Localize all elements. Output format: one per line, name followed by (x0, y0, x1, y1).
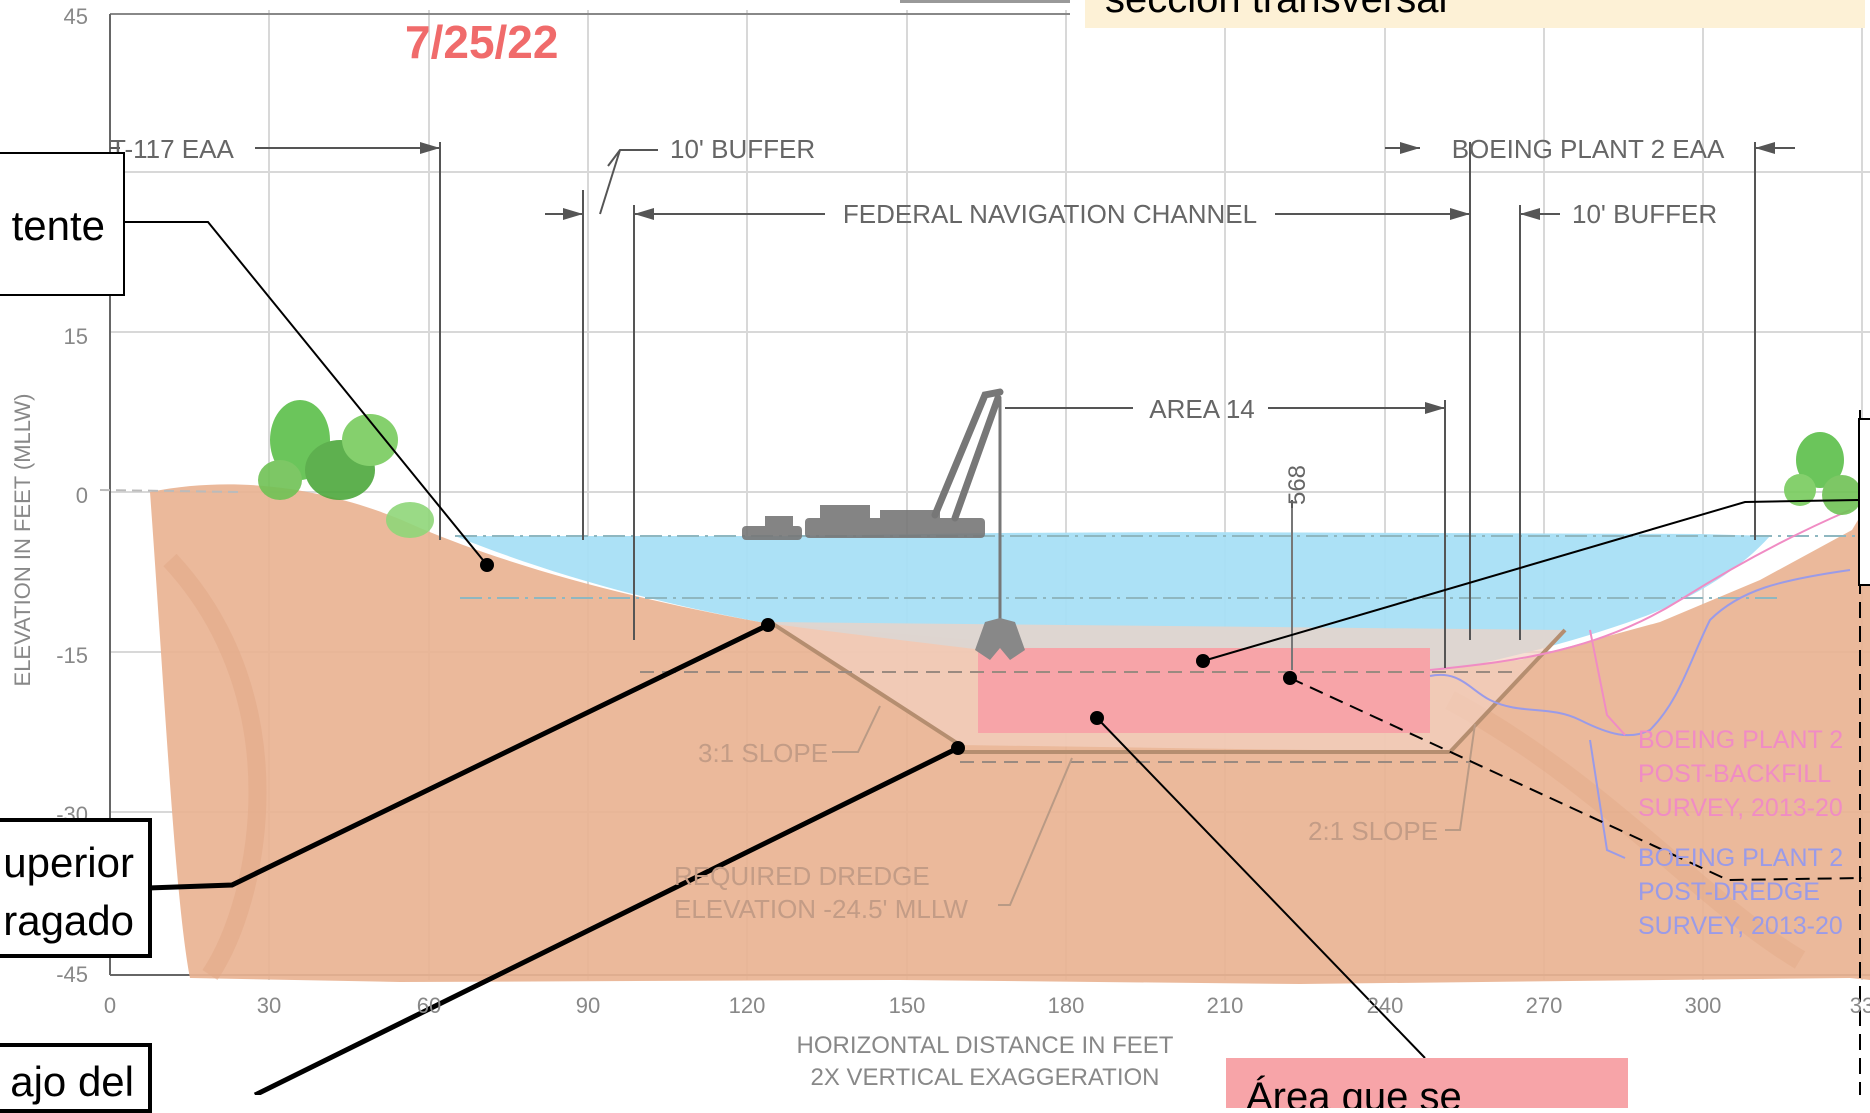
x-axis-label: HORIZONTAL DISTANCE IN FEET (797, 1032, 1174, 1059)
area14-label: AREA 14 (1149, 394, 1255, 424)
post-dredge-label-2: POST-DREDGE (1638, 878, 1820, 906)
tree-left-icon (258, 400, 434, 538)
clamshell-bucket-icon (975, 618, 1025, 660)
y-axis-label: ELEVATION IN FEET (MLLW) (10, 394, 35, 687)
post-dredge-label-1: BOEING PLANT 2 (1638, 844, 1843, 872)
x-tick-label: 150 (889, 993, 926, 1018)
x-tick-label: 90 (576, 993, 600, 1018)
federal-channel-label: FEDERAL NAVIGATION CHANNEL (843, 199, 1257, 229)
callout-upper-line1: uperior (3, 839, 134, 886)
callout-right-box (1858, 418, 1870, 586)
callout-existing-box: tente (0, 152, 125, 296)
tree-right-icon (1784, 432, 1862, 515)
x-tick-label: 300 (1685, 993, 1722, 1018)
post-backfill-label-2: POST-BACKFILL (1638, 760, 1831, 788)
x-tick-label: 270 (1526, 993, 1563, 1018)
boeing-eaa-label: BOEING PLANT 2 EAA (1452, 134, 1725, 164)
date-stamp: 7/25/22 (405, 16, 558, 68)
dredge-elevation-label-1: REQUIRED DREDGE (674, 861, 930, 891)
legend-label-text: sección transversal (1105, 0, 1447, 21)
y-tick-label: 0 (76, 483, 88, 508)
y-tick-label: 15 (64, 324, 88, 349)
dredge-elevation-label-2: ELEVATION -24.5' MLLW (674, 894, 968, 924)
callout-upper-line2: ragado (3, 897, 134, 944)
post-dredge-survey-line (1429, 569, 1851, 737)
station-label: 568 (1284, 465, 1311, 505)
dredge-area-callout-box: Área que se (1226, 1058, 1628, 1108)
x-tick-labels: 0 30 60 90 120 150 180 210 240 270 300 3… (104, 993, 1870, 1018)
crane-icon (931, 388, 1004, 624)
x-tick-label: 30 (257, 993, 281, 1018)
post-backfill-label-3: SURVEY, 2013-20 (1638, 794, 1843, 822)
x-tick-label: 33 (1850, 993, 1870, 1018)
y-tick-label: 45 (64, 4, 88, 29)
x-tick-label: 60 (417, 993, 441, 1018)
post-backfill-survey-line (1429, 509, 1851, 671)
x-tick-label: 0 (104, 993, 116, 1018)
x-tick-label: 120 (729, 993, 766, 1018)
post-backfill-label-1: BOEING PLANT 2 (1638, 726, 1843, 754)
x-tick-label: 180 (1048, 993, 1085, 1018)
slope-31-line (768, 620, 962, 747)
t117-eaa-label: T-117 EAA (110, 134, 234, 164)
dredge-area-callout-text: Área que se (1246, 1075, 1462, 1108)
callout-existing-text: tente (11, 202, 105, 249)
callout-upper-box: uperior ragado (0, 818, 152, 958)
y-tick-label: -45 (56, 962, 88, 987)
post-dredge-label-3: SURVEY, 2013-20 (1638, 912, 1843, 940)
callout-bottom-left-text: ajo del (10, 1058, 134, 1105)
y-tick-label: -15 (56, 643, 88, 668)
buffer-left-label: 10' BUFFER (670, 134, 815, 164)
gridlines (110, 10, 1870, 980)
x-axis-sublabel: 2X VERTICAL EXAGGERATION (811, 1064, 1160, 1091)
slope-31-label: 3:1 SLOPE (698, 738, 828, 768)
x-tick-label: 240 (1367, 993, 1404, 1018)
callout-bottom-left-box: ajo del (0, 1043, 152, 1113)
legend-label-box: sección transversal (1085, 0, 1865, 28)
slope-21-line (1448, 628, 1567, 754)
dredge-barge-icon (742, 505, 985, 540)
x-tick-label: 210 (1207, 993, 1244, 1018)
slope-21-label: 2:1 SLOPE (1308, 816, 1438, 846)
buffer-right-label: 10' BUFFER (1572, 199, 1717, 229)
